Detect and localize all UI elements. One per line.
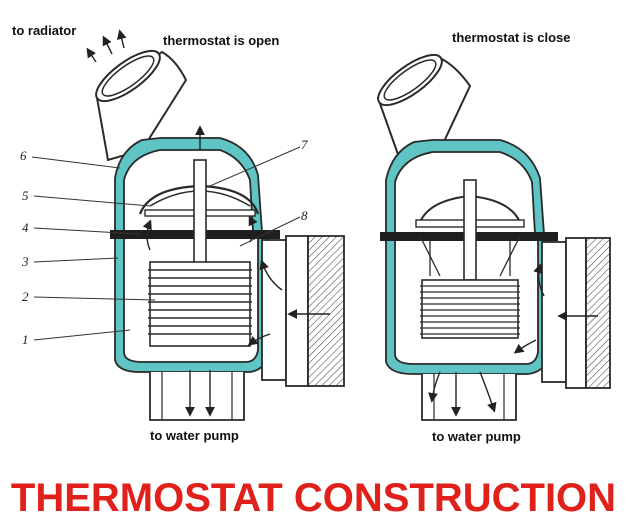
part-number-8: 8	[301, 208, 308, 223]
part-number-2: 2	[22, 289, 29, 304]
to-water-pump-left: to water pump	[150, 428, 239, 443]
part-number-3: 3	[21, 254, 29, 269]
page-title: THERMOSTAT CONSTRUCTION	[0, 466, 627, 530]
part-number-7: 7	[301, 137, 308, 152]
to-water-pump-right: to water pump	[432, 429, 521, 444]
open-caption: thermostat is open	[163, 33, 279, 48]
closed-thermostat-drawing	[376, 53, 611, 421]
open-thermostat-drawing	[31, 29, 345, 421]
to-radiator-label: to radiator	[12, 23, 76, 38]
part-number-4: 4	[22, 220, 29, 235]
part-number-5: 5	[22, 188, 29, 203]
close-caption: thermostat is close	[452, 30, 571, 45]
part-number-1: 1	[22, 332, 29, 347]
part-number-6: 6	[20, 148, 27, 163]
